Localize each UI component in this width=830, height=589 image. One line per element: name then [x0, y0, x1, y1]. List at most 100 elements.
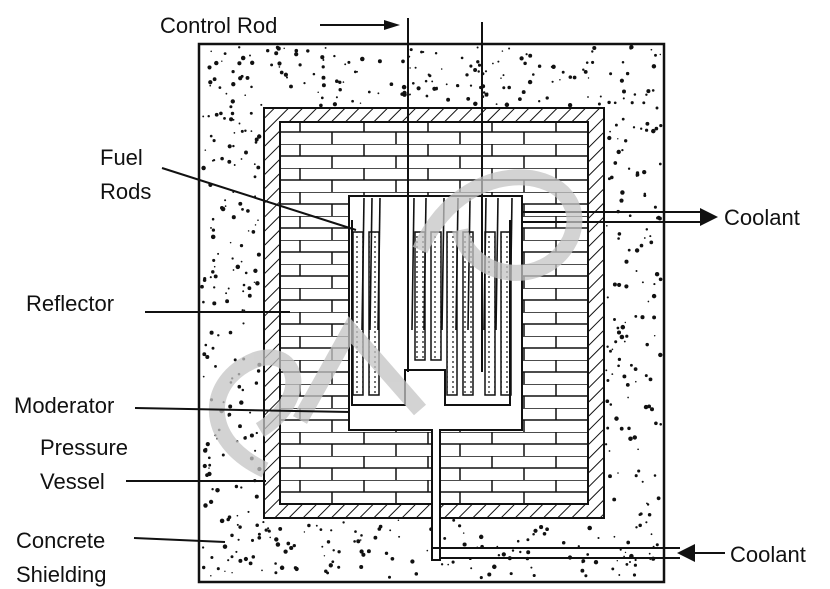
concrete-speckle-dot — [385, 552, 388, 555]
concrete-speckle-dot — [631, 101, 634, 104]
concrete-speckle-dot — [325, 47, 327, 49]
concrete-speckle-dot — [586, 553, 589, 556]
concrete-speckle-dot — [629, 214, 632, 217]
concrete-speckle-dot — [250, 112, 253, 115]
concrete-speckle-dot — [523, 62, 526, 65]
concrete-speckle-dot — [231, 112, 234, 115]
concrete-speckle-dot — [617, 150, 621, 154]
concrete-speckle-dot — [627, 397, 629, 399]
concrete-speckle-dot — [238, 525, 241, 528]
concrete-speckle-dot — [250, 433, 254, 437]
concrete-speckle-dot — [614, 536, 616, 538]
concrete-speckle-dot — [238, 539, 240, 541]
concrete-speckle-dot — [530, 567, 532, 569]
concrete-speckle-dot — [655, 272, 659, 276]
concrete-speckle-dot — [213, 286, 215, 288]
concrete-speckle-dot — [519, 551, 521, 553]
concrete-speckle-dot — [244, 129, 246, 131]
concrete-speckle-dot — [224, 199, 226, 201]
concrete-speckle-dot — [441, 68, 443, 70]
concrete-speckle-dot — [249, 412, 251, 414]
concrete-speckle-dot — [324, 555, 325, 556]
concrete-speckle-dot — [441, 563, 443, 565]
concrete-speckle-dot — [446, 83, 448, 85]
concrete-speckle-dot — [660, 54, 661, 55]
concrete-speckle-dot — [234, 164, 236, 166]
concrete-speckle-dot — [578, 545, 580, 547]
concrete-speckle-dot — [277, 47, 281, 51]
concrete-speckle-dot — [624, 341, 626, 343]
concrete-speckle-dot — [253, 269, 257, 273]
concrete-speckle-dot — [625, 552, 626, 553]
concrete-speckle-dot — [581, 559, 585, 563]
concrete-speckle-dot — [221, 60, 222, 61]
concrete-speckle-dot — [605, 369, 607, 371]
concrete-speckle-dot — [479, 535, 483, 539]
concrete-speckle-dot — [235, 485, 238, 488]
concrete-speckle-dot — [617, 237, 620, 240]
concrete-speckle-dot — [205, 344, 208, 347]
concrete-speckle-dot — [517, 540, 520, 543]
concrete-speckle-dot — [321, 97, 324, 100]
concrete-speckle-dot — [624, 139, 627, 142]
concrete-speckle-dot — [200, 285, 204, 289]
concrete-speckle-dot — [457, 85, 459, 87]
concrete-speckle-dot — [207, 472, 211, 476]
concrete-speckle-dot — [252, 555, 256, 559]
concrete-speckle-dot — [214, 266, 216, 268]
concrete-speckle-dot — [257, 219, 259, 221]
concrete-speckle-dot — [409, 93, 411, 95]
label-pressure-vessel: Vessel — [40, 469, 105, 494]
concrete-speckle-dot — [248, 294, 252, 298]
concrete-speckle-dot — [211, 488, 213, 490]
concrete-speckle-dot — [649, 235, 651, 237]
concrete-speckle-dot — [642, 101, 645, 104]
concrete-speckle-dot — [656, 107, 659, 110]
concrete-speckle-dot — [626, 383, 630, 387]
concrete-speckle-dot — [246, 76, 250, 80]
concrete-speckle-dot — [353, 540, 356, 543]
concrete-speckle-dot — [377, 92, 379, 94]
concrete-speckle-dot — [645, 122, 649, 126]
concrete-speckle-dot — [428, 74, 431, 77]
concrete-speckle-dot — [241, 208, 244, 211]
concrete-speckle-dot — [235, 551, 237, 553]
concrete-speckle-dot — [642, 170, 646, 174]
concrete-speckle-dot — [330, 529, 332, 531]
concrete-speckle-dot — [646, 503, 648, 505]
concrete-speckle-dot — [654, 422, 658, 426]
concrete-speckle-dot — [634, 367, 638, 371]
concrete-speckle-dot — [295, 567, 299, 571]
concrete-speckle-dot — [243, 284, 246, 287]
concrete-speckle-dot — [319, 104, 323, 108]
concrete-speckle-dot — [283, 48, 284, 49]
concrete-speckle-dot — [207, 115, 209, 117]
concrete-speckle-dot — [316, 525, 318, 527]
concrete-speckle-dot — [274, 562, 277, 565]
concrete-speckle-dot — [452, 519, 455, 522]
concrete-speckle-dot — [402, 85, 407, 90]
concrete-speckle-dot — [239, 123, 241, 125]
concrete-speckle-dot — [320, 528, 323, 531]
concrete-speckle-dot — [620, 335, 625, 340]
concrete-speckle-dot — [214, 365, 217, 368]
concrete-speckle-dot — [231, 99, 235, 103]
concrete-speckle-dot — [628, 168, 630, 170]
concrete-speckle-dot — [651, 533, 653, 535]
concrete-speckle-dot — [594, 560, 598, 564]
concrete-speckle-dot — [241, 130, 244, 133]
concrete-speckle-dot — [551, 66, 553, 68]
concrete-speckle-dot — [274, 571, 277, 574]
concrete-speckle-dot — [336, 96, 338, 98]
concrete-speckle-dot — [645, 129, 648, 132]
concrete-speckle-dot — [656, 543, 659, 546]
concrete-speckle-dot — [584, 574, 587, 577]
concrete-speckle-dot — [238, 202, 242, 206]
concrete-speckle-dot — [231, 555, 234, 558]
concrete-speckle-dot — [212, 259, 215, 262]
concrete-speckle-dot — [630, 364, 633, 367]
concrete-speckle-dot — [611, 373, 613, 375]
concrete-speckle-dot — [580, 569, 584, 573]
concrete-speckle-dot — [229, 105, 232, 108]
concrete-speckle-dot — [645, 521, 647, 523]
